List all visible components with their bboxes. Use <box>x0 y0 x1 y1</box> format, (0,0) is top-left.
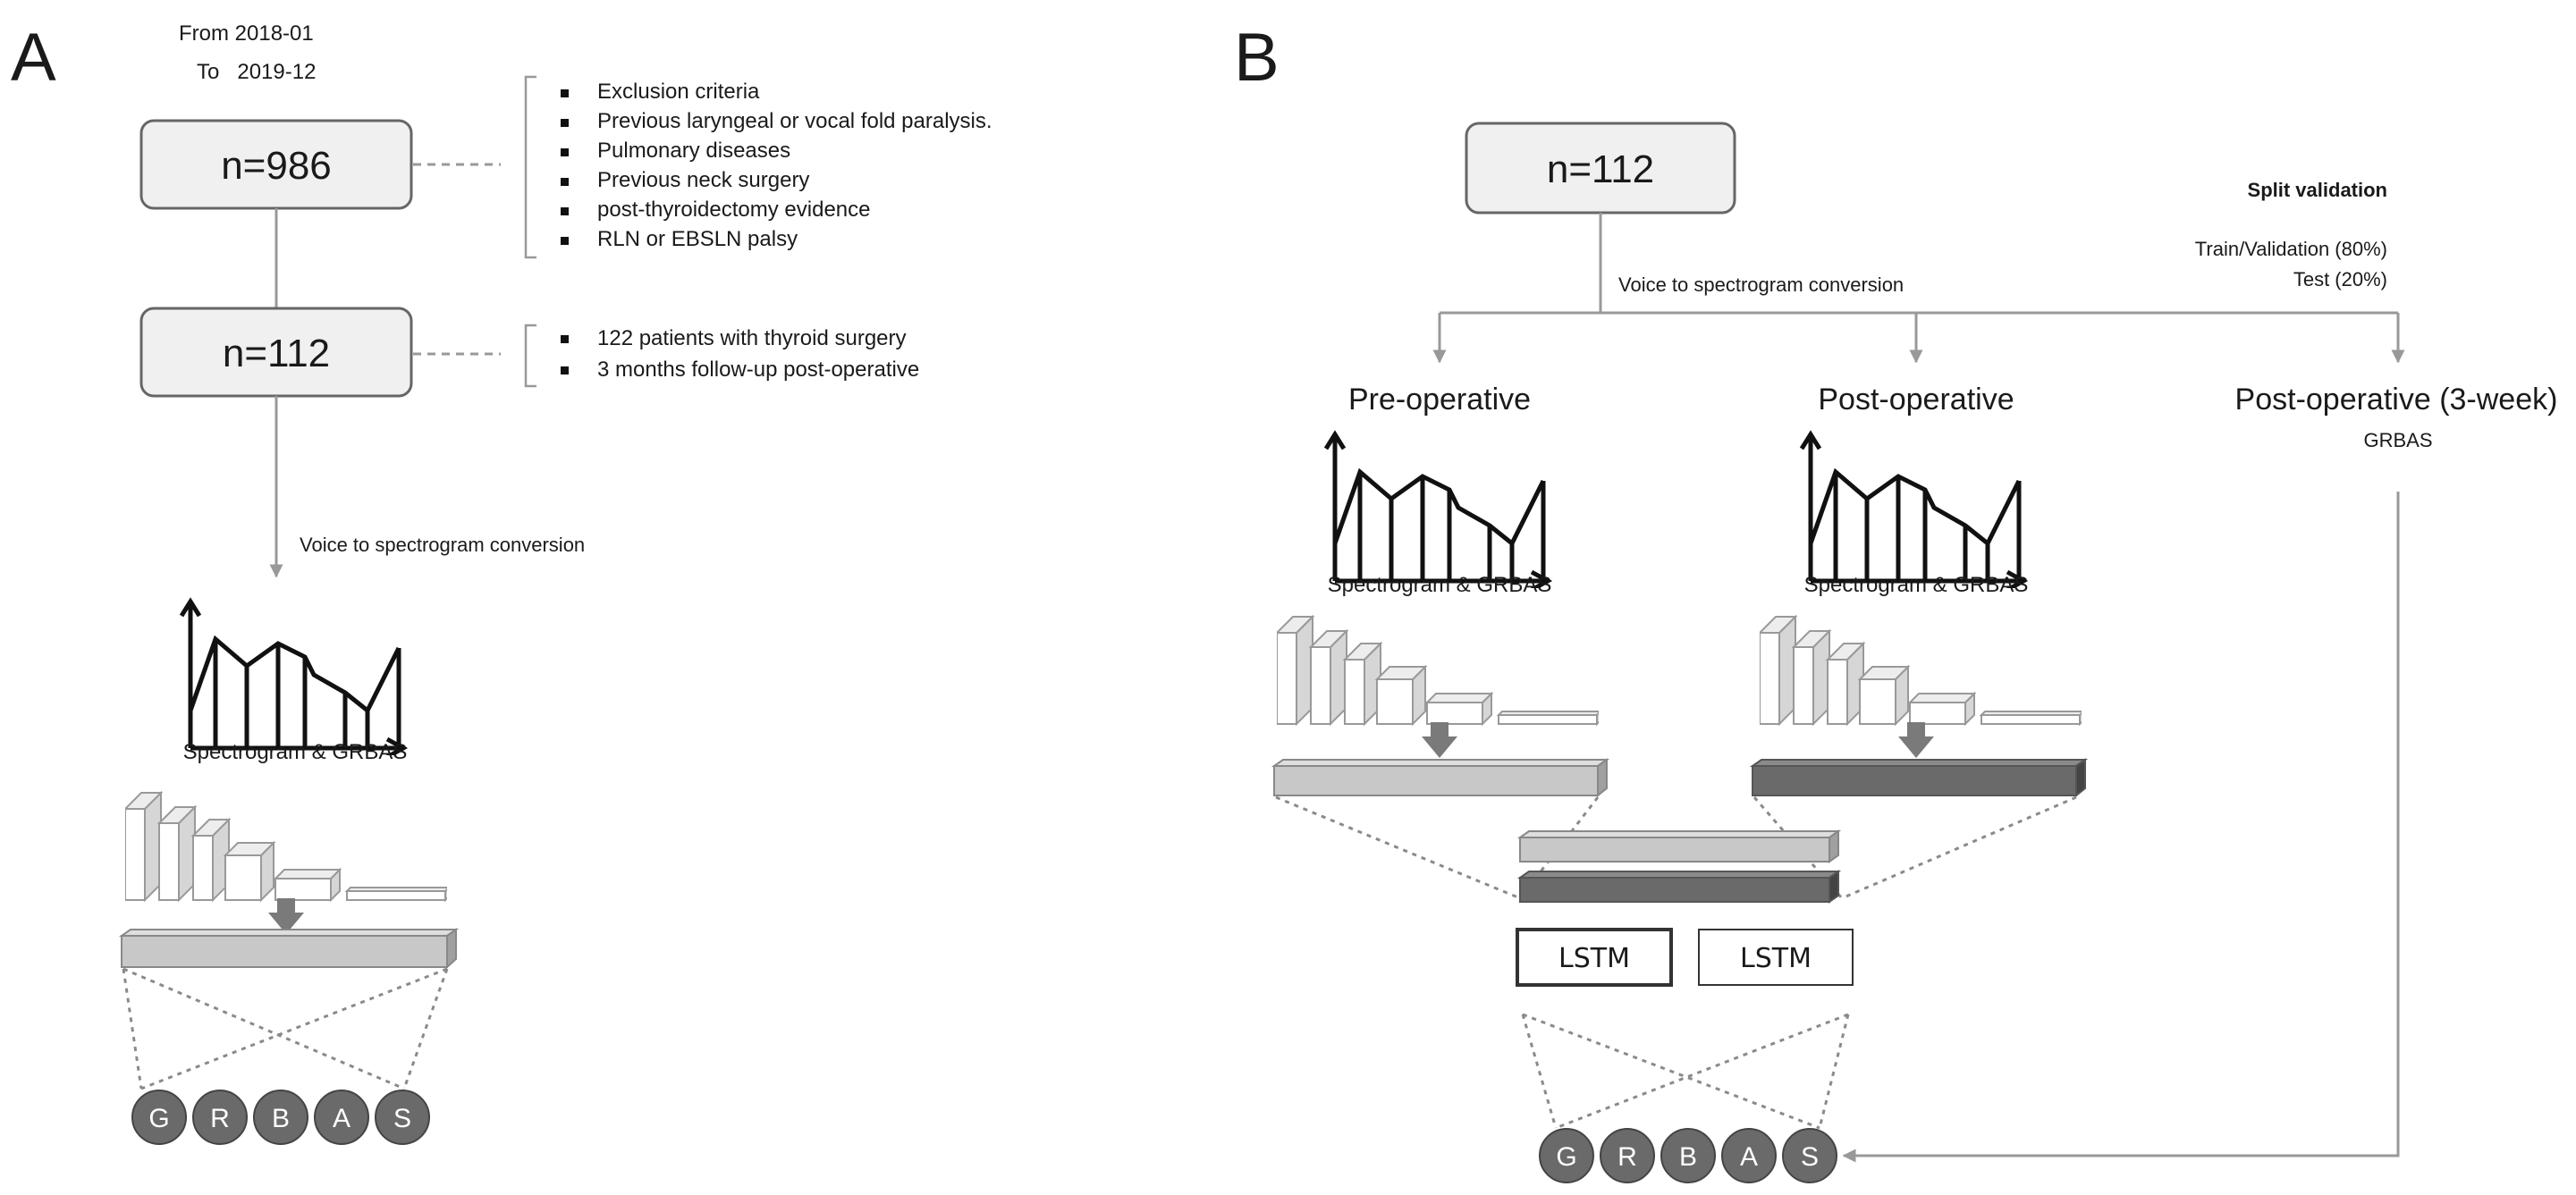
date-to: To 2019-12 <box>197 60 316 84</box>
panel-letter-b: B <box>1234 20 1280 96</box>
exclusion-item: Pulmonary diseases <box>561 139 790 163</box>
spectrogram-label-a: Spectrogram & GRBAS <box>183 740 408 764</box>
feature-bar-a <box>118 928 460 970</box>
label-post-operative: Post-operative <box>1818 383 2014 417</box>
exclusion-item-text: post-thyroidectomy evidence <box>597 198 870 222</box>
box-n112-label: n=112 <box>223 332 330 375</box>
grbas-node-r: R <box>192 1090 248 1145</box>
panel-b: B n=112 Split validation Train/Validatio… <box>1234 20 2558 1183</box>
exclusion-item: Previous laryngeal or vocal fold paralys… <box>561 109 992 133</box>
grbas-output-a: G R B A S <box>131 1090 430 1145</box>
split-validation-title: Split validation <box>2248 179 2387 201</box>
arrow-grbas-to-output <box>1842 492 2400 1163</box>
grbas-node-label: B <box>1679 1142 1697 1172</box>
grbas-output-b: G R B A S <box>1539 1128 1837 1183</box>
grbas-node-a: A <box>314 1090 369 1145</box>
cnn-icon-a <box>125 792 447 901</box>
exclusion-item-text: Previous neck surgery <box>597 168 809 192</box>
grbas-node-label: R <box>1617 1142 1637 1172</box>
date-from: From 2018-01 <box>179 21 314 46</box>
feature-bar-post <box>1749 758 2089 798</box>
spectrogram-icon-post <box>1802 434 2023 590</box>
inclusion-item: 122 patients with thyroid surgery <box>561 326 907 350</box>
panel-a: A From 2018-01 To 2019-12 n=986 Exclusio… <box>11 20 992 1145</box>
exclusion-list: Exclusion criteria Previous laryngeal or… <box>561 80 992 251</box>
down-arrow-icon-post <box>1898 722 1934 758</box>
inclusion-item: 3 months follow-up post-operative <box>561 358 919 382</box>
grbas-node-s: S <box>1782 1128 1837 1183</box>
label-post-operative-3week: Post-operative (3-week) <box>2235 383 2558 417</box>
grbas-node-label: S <box>1801 1142 1819 1172</box>
merged-feature-dark <box>1516 870 1842 904</box>
split-train-label: Train/Validation (80%) <box>2195 238 2387 260</box>
cnn-icon-post <box>1760 616 2082 725</box>
inclusion-item-text: 122 patients with thyroid surgery <box>597 326 907 350</box>
fc-lines-b <box>1521 1013 1850 1130</box>
lstm-label: LSTM <box>1558 943 1630 974</box>
grbas-label: GRBAS <box>2363 429 2432 451</box>
exclusion-item: Previous neck surgery <box>561 168 809 192</box>
exclusion-item: RLN or EBSLN palsy <box>561 227 798 251</box>
down-arrow-icon-pre <box>1422 722 1457 758</box>
inclusion-item-text: 3 months follow-up post-operative <box>597 358 919 382</box>
grbas-node-label: A <box>333 1104 351 1133</box>
spectrogram-label-pre: Spectrogram & GRBAS <box>1328 573 1552 597</box>
grbas-node-label: S <box>393 1104 411 1133</box>
grbas-node-label: G <box>1556 1142 1576 1172</box>
panel-letter-a: A <box>11 20 56 96</box>
label-pre-operative: Pre-operative <box>1348 383 1531 417</box>
inclusion-bracket <box>524 324 536 388</box>
exclusion-item: Exclusion criteria <box>561 80 760 104</box>
grbas-node-label: A <box>1740 1142 1758 1172</box>
conversion-label-a: Voice to spectrogram conversion <box>300 534 585 556</box>
feature-bar-pre <box>1271 758 1610 798</box>
grbas-node-label: R <box>210 1104 230 1133</box>
box-n112-b-label: n=112 <box>1547 147 1654 191</box>
exclusion-bracket <box>524 75 536 259</box>
spectrogram-label-post: Spectrogram & GRBAS <box>1804 573 2029 597</box>
exclusion-item-text: Pulmonary diseases <box>597 139 790 163</box>
grbas-node-b: B <box>1660 1128 1716 1183</box>
exclusion-item-text: Previous laryngeal or vocal fold paralys… <box>597 109 992 133</box>
conversion-label-b: Voice to spectrogram conversion <box>1618 274 1904 296</box>
inclusion-list: 122 patients with thyroid surgery 3 mont… <box>561 326 919 382</box>
grbas-node-g: G <box>1539 1128 1594 1183</box>
exclusion-item-text: RLN or EBSLN palsy <box>597 227 798 251</box>
grbas-node-label: G <box>148 1104 169 1133</box>
box-n986-label: n=986 <box>221 144 332 188</box>
cnn-icon-pre <box>1277 616 1599 725</box>
spectrogram-icon-a <box>182 602 403 757</box>
merged-feature-light <box>1516 829 1842 863</box>
exclusion-item-text: Exclusion criteria <box>597 80 760 104</box>
grbas-node-b: B <box>253 1090 308 1145</box>
grbas-node-r: R <box>1600 1128 1655 1183</box>
grbas-node-s: S <box>375 1090 430 1145</box>
split-test-label: Test (20%) <box>2293 268 2387 290</box>
grbas-node-g: G <box>131 1090 187 1145</box>
lstm-label: LSTM <box>1740 943 1812 974</box>
grbas-node-a: A <box>1721 1128 1777 1183</box>
lstm-block-1: LSTM <box>1516 928 1673 987</box>
lstm-block-2: LSTM <box>1698 929 1854 986</box>
spectrogram-icon-pre <box>1326 434 1548 590</box>
grbas-node-label: B <box>272 1104 290 1133</box>
exclusion-item: post-thyroidectomy evidence <box>561 198 870 222</box>
fc-lines-a <box>122 967 449 1090</box>
